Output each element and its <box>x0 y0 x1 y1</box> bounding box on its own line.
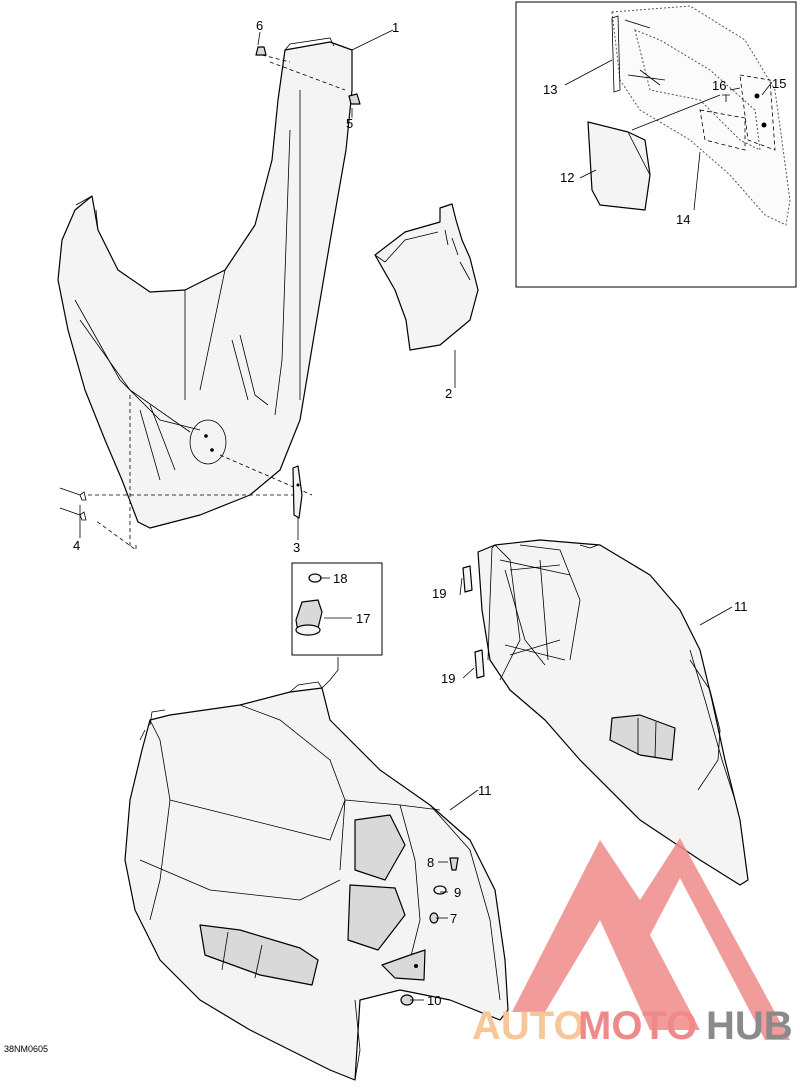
callouts: 1 2 3 4 5 6 7 8 9 10 11 11 12 13 14 15 1… <box>73 18 786 1008</box>
callout-11-right-panel: 11 <box>734 599 748 614</box>
velcro-strip <box>474 649 485 679</box>
insulation-pad <box>587 121 651 211</box>
callout-19-upper: 19 <box>432 586 446 601</box>
screw <box>255 46 267 56</box>
clip-fastener <box>292 465 303 519</box>
watermark-part-hub: HUB <box>706 1004 793 1048</box>
side-panel-right-body <box>477 539 749 886</box>
callout-8: 8 <box>427 855 434 870</box>
callout-6: 6 <box>256 18 263 33</box>
callout-18: 18 <box>333 571 347 586</box>
document-code: 38NM0605 <box>4 1044 48 1054</box>
windshield-emblem <box>189 419 227 465</box>
callout-14: 14 <box>676 212 690 227</box>
side-panel-left <box>124 681 509 1081</box>
clip-nut <box>348 93 361 105</box>
callout-5: 5 <box>346 116 353 131</box>
callout-1: 1 <box>392 20 399 35</box>
callout-3: 3 <box>293 540 300 555</box>
screw <box>449 857 459 871</box>
callout-11-left-panel: 11 <box>478 783 492 798</box>
deflector-panel <box>374 203 479 351</box>
callout-7: 7 <box>450 911 457 926</box>
rivets <box>59 487 87 521</box>
washer-icon <box>308 573 322 583</box>
side-panel-right <box>462 539 749 886</box>
windshield-body <box>57 41 353 529</box>
callout-12: 12 <box>560 170 574 185</box>
velcro-strip <box>462 565 473 593</box>
callout-17: 17 <box>356 611 370 626</box>
callout-10: 10 <box>427 993 441 1008</box>
callout-15: 15 <box>772 76 786 91</box>
inset-detail <box>515 1 797 288</box>
callout-16: 16 <box>712 78 726 93</box>
watermark-part-auto: AUTO <box>472 1004 585 1048</box>
callout-2: 2 <box>445 386 452 401</box>
bumper-detail-frame <box>291 562 383 656</box>
bumper-detail <box>291 562 383 689</box>
callout-13: 13 <box>543 82 557 97</box>
windshield <box>57 37 353 551</box>
washer-icon <box>433 885 447 895</box>
inset-frame <box>515 1 797 288</box>
callout-4: 4 <box>73 538 80 553</box>
callout-9: 9 <box>454 885 461 900</box>
side-panel-left-body <box>124 687 509 1081</box>
watermark-part-moto: MOTO <box>578 1004 697 1048</box>
watermark: AUTO MOTO HUB <box>472 838 793 1048</box>
callout-19-lower: 19 <box>441 671 455 686</box>
leader-lines <box>79 29 773 1001</box>
automotohub-logo-icon <box>512 838 790 1040</box>
